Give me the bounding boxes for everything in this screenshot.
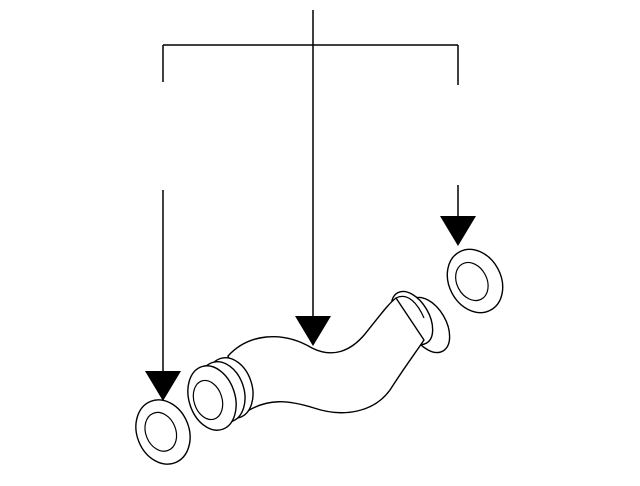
arrowhead-pipe-icon	[295, 316, 331, 346]
pipe-icon	[187, 290, 451, 431]
leader-left-gasket	[145, 190, 181, 401]
leader-pipe	[295, 10, 331, 346]
leader-bracket	[162, 44, 459, 85]
leader-right-gasket	[440, 185, 476, 246]
pipe-left-opening	[192, 379, 224, 421]
left-gasket-icon	[135, 399, 191, 465]
arrowhead-right-icon	[440, 216, 476, 246]
pipe-body	[227, 297, 425, 414]
left-gasket-inner	[144, 411, 178, 452]
pipe-right-collar-line	[395, 295, 425, 319]
right-gasket-inner	[455, 261, 489, 302]
right-gasket-outer	[446, 248, 504, 314]
left-gasket-outer	[135, 399, 191, 465]
right-gasket-icon	[446, 248, 504, 314]
arrowhead-left-icon	[145, 371, 181, 401]
